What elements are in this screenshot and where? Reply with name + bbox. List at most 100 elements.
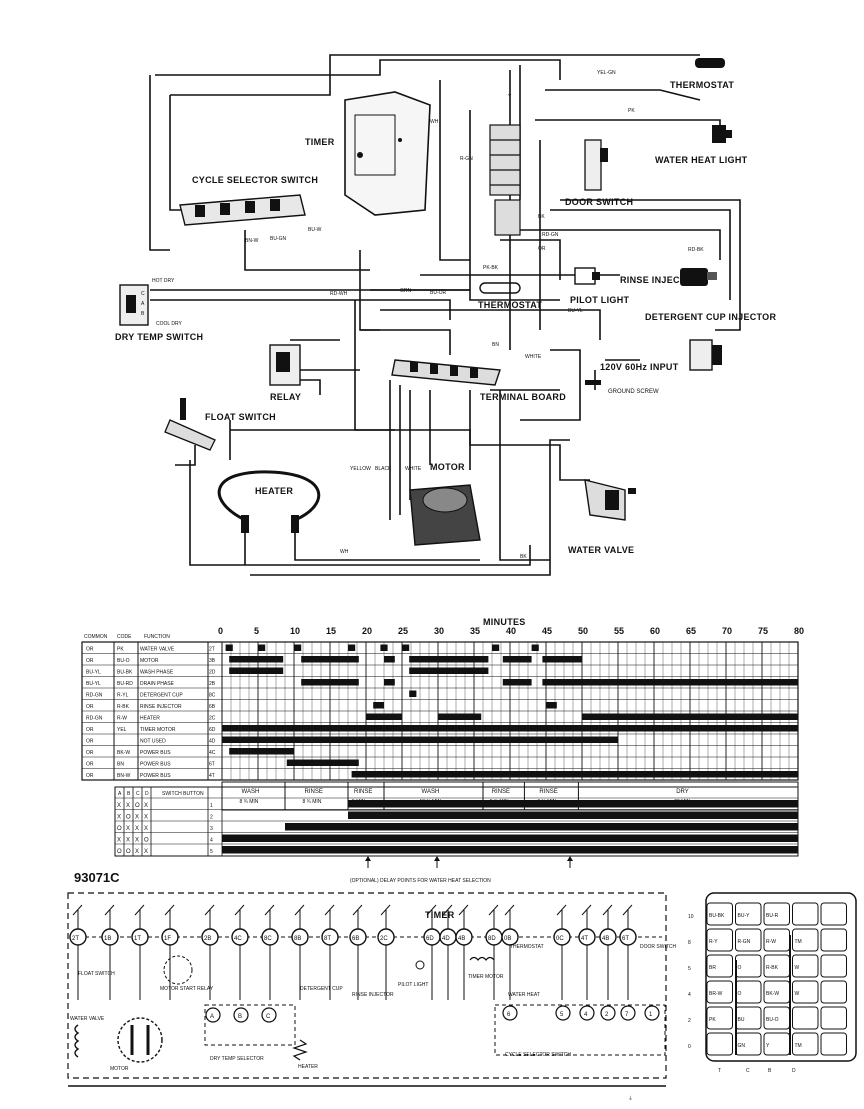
switch-mark: X — [144, 803, 148, 809]
key-cell — [820, 928, 847, 952]
schematic-component-label: WATER VALVE — [70, 1016, 105, 1022]
contact-bar — [222, 736, 618, 743]
row-code: R-W — [117, 716, 127, 722]
wire-tag: BU-OR — [430, 290, 447, 296]
schematic-component-label: FLOAT SWITCH — [78, 971, 115, 977]
door-switch-label: DOOR SWITCH — [565, 197, 633, 207]
motor-windings — [130, 1025, 150, 1055]
minute-tick-label: 50 — [578, 626, 588, 636]
pilot-light-symbol — [415, 960, 425, 970]
dry-temp-cool: COOL DRY — [156, 321, 183, 327]
terminal-label: 6D — [426, 936, 434, 942]
row-terminal: 4C — [209, 750, 216, 756]
schematic-component-label: DETERGENT CUP — [300, 986, 343, 992]
switch-letter: B — [127, 791, 131, 797]
row-terminal: 6D — [209, 727, 216, 733]
pilot-light-label: PILOT LIGHT — [570, 295, 629, 305]
switch-mark: O — [135, 803, 140, 809]
key-cell-label: R-BK — [766, 965, 779, 971]
row-common: OR — [86, 762, 94, 768]
schematic-component-label: HEATER — [298, 1064, 318, 1070]
terminal-label: 2T — [72, 936, 79, 942]
wire-tag: BN — [492, 342, 499, 348]
key-cell — [706, 954, 733, 978]
contact-bar — [229, 656, 284, 663]
phase-name: WASH — [422, 789, 440, 795]
schematic-component-label: MOTOR — [110, 1066, 129, 1072]
key-cell-label: BR — [709, 965, 716, 971]
thermostat-top: THERMOSTAT — [670, 58, 734, 90]
key-cell-label: W — [795, 965, 800, 971]
row-function: NOT USED — [140, 739, 166, 745]
row-common: OR — [86, 773, 94, 779]
row-code: BK-W — [117, 750, 130, 756]
terminal-label: 1F — [164, 936, 171, 942]
water-valve: WATER VALVE — [568, 479, 636, 555]
minute-tick-label: 15 — [326, 626, 336, 636]
phase-name: RINSE — [492, 789, 510, 795]
water-heat-light: WATER HEAT LIGHT — [655, 125, 747, 165]
switch-bar — [222, 846, 798, 854]
key-cell — [706, 928, 733, 952]
terminal-label: 4D — [442, 936, 450, 942]
contact-bar — [582, 679, 798, 686]
switch-contact — [488, 904, 499, 916]
contact-bar — [502, 679, 532, 686]
wire-tag: RD-WH — [330, 291, 348, 297]
thermostat-mid-label: THERMOSTAT — [478, 300, 542, 310]
wire-tag: Y — [508, 94, 512, 100]
key-cell — [820, 954, 847, 978]
switch-letter: A — [118, 791, 122, 797]
terminal-label: 6B — [352, 936, 359, 942]
switch-button-number: 2 — [210, 815, 213, 821]
switch-contact — [72, 904, 83, 916]
phase-name: DRY — [676, 789, 689, 795]
row-function: HEATER — [140, 716, 160, 722]
row-terminal: 2T — [209, 647, 215, 653]
terminal-label: 4B — [602, 936, 609, 942]
key-cell-label: PK — [709, 1017, 716, 1023]
key-cell — [820, 1032, 847, 1056]
wire-tag: WH — [430, 119, 439, 125]
phase-name: WASH — [242, 789, 260, 795]
switch-contact — [426, 904, 437, 916]
key-cell — [706, 902, 733, 926]
key-row-label: 8 — [688, 940, 691, 946]
switch-contact — [602, 904, 613, 916]
key-cell-label: R-W — [766, 939, 776, 945]
terminal-label: 8D — [488, 936, 496, 942]
key-cell-label: BU-BK — [709, 913, 725, 919]
contact-bar — [384, 679, 395, 686]
contact-bar — [542, 656, 582, 663]
minute-tick-label: 10 — [290, 626, 300, 636]
switch-mark: O — [126, 849, 131, 855]
switch-contact — [581, 904, 592, 916]
cycle-selector-label: CYCLE SELECTOR SWITCH — [192, 175, 318, 185]
door-switch: DOOR SWITCH — [565, 139, 633, 207]
switch-letter: D — [145, 791, 149, 797]
row-code: BU-BK — [117, 670, 133, 676]
wire-tag: WHITE — [525, 354, 542, 360]
key-cell — [706, 1006, 733, 1030]
row-code: BU-O — [117, 658, 130, 664]
row-function: POWER BUS — [140, 750, 171, 756]
terminal-label: 6T — [622, 936, 629, 942]
terminal-label: 4T — [581, 936, 588, 942]
wire-tag: BU-YL — [568, 308, 583, 314]
row-terminal: 8C — [209, 693, 216, 699]
switch-contact — [164, 904, 175, 916]
wire-tag: WH — [340, 549, 349, 555]
key-cell — [792, 928, 819, 952]
timer-motor-symbol — [469, 956, 495, 961]
minute-tick-label: 80 — [794, 626, 804, 636]
selector-contact — [600, 1005, 616, 1021]
contact-bar — [301, 679, 359, 686]
row-common: BU-YL — [86, 681, 101, 687]
key-cell — [735, 902, 762, 926]
dry-temp-switch: HOT DRY COOL DRY C A B DRY TEMP SWITCH — [115, 278, 203, 342]
row-terminal: 4T — [209, 773, 215, 779]
selector-contact — [555, 1005, 571, 1021]
relay: RELAY — [269, 344, 301, 402]
